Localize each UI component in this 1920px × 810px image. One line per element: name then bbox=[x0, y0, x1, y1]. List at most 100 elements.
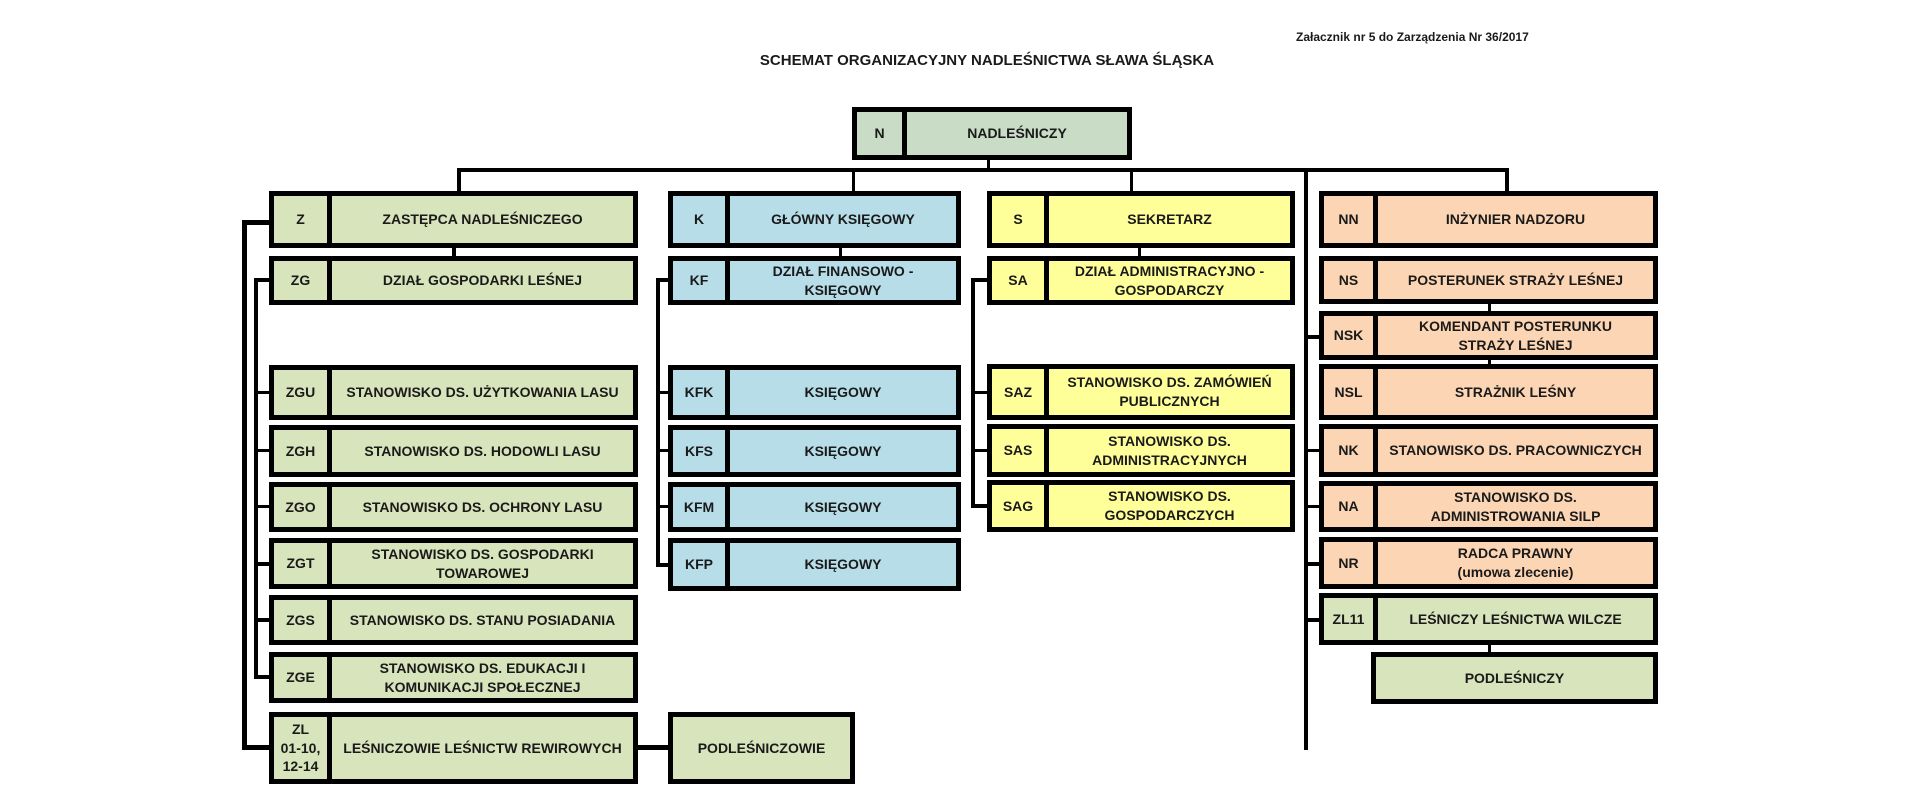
org-label: STRAŻNIK LEŚNY bbox=[1454, 383, 1577, 400]
org-box-sag: SAG STANOWISKO DS. GOSPODARCZYCH bbox=[987, 480, 1295, 532]
org-label: STANOWISKO DS. GOSPODARKI TOWAROWEJ bbox=[371, 545, 594, 581]
org-code: ZG bbox=[274, 261, 332, 300]
org-label: PODLEŚNICZY bbox=[1464, 669, 1565, 686]
org-box-dzial-administracyjny: SA DZIAŁ ADMINISTRACYJNO - GOSPODARCZY bbox=[987, 256, 1295, 305]
org-label: STANOWISKO DS. UŻYTKOWANIA LASU bbox=[346, 384, 619, 401]
org-box-podlesniczy: PODLEŚNICZY bbox=[1371, 652, 1658, 704]
connector-line bbox=[1488, 357, 1491, 367]
org-label: GŁÓWNY KSIĘGOWY bbox=[771, 211, 915, 228]
connector-line bbox=[254, 449, 270, 452]
connector-line bbox=[656, 505, 669, 508]
org-label: KSIĘGOWY bbox=[804, 384, 882, 401]
org-box-podlesniczowie: PODLEŚNICZOWIE bbox=[668, 712, 855, 784]
org-code: S bbox=[992, 196, 1049, 243]
org-box-nsl: NSL STRAŻNIK LEŚNY bbox=[1319, 364, 1658, 420]
org-label: KSIĘGOWY bbox=[804, 556, 882, 573]
annex-note: Załacznik nr 5 do Zarządzenia Nr 36/2017 bbox=[1296, 30, 1529, 44]
org-label: INŻYNIER NADZORU bbox=[1445, 211, 1586, 228]
connector-line bbox=[656, 391, 669, 394]
connector-line bbox=[254, 278, 270, 282]
org-box-inzynier-nadzoru: NN INŻYNIER NADZORU bbox=[1319, 191, 1658, 248]
org-label: STANOWISKO DS. GOSPODARCZYCH bbox=[1104, 488, 1235, 523]
org-code: SAG bbox=[992, 485, 1049, 527]
org-box-kfm: KFM KSIĘGOWY bbox=[668, 482, 961, 532]
connector-line bbox=[1304, 620, 1308, 622]
org-code: N bbox=[857, 112, 907, 155]
org-label: NADLEŚNICZY bbox=[967, 125, 1067, 142]
org-box-zgs: ZGS STANOWISKO DS. STANU POSIADANIA bbox=[269, 595, 638, 645]
org-box-nadlesniczy: N NADLEŚNICZY bbox=[852, 107, 1132, 160]
connector-line bbox=[1138, 245, 1141, 257]
connector-line bbox=[1304, 618, 1320, 622]
org-box-sekretarz: S SEKRETARZ bbox=[987, 191, 1295, 248]
connector-line bbox=[254, 505, 270, 508]
org-box-ns: NS POSTERUNEK STRAŻY LEŚNEJ bbox=[1319, 256, 1658, 304]
org-box-zge: ZGE STANOWISKO DS. EDUKACJI I KOMUNIKACJ… bbox=[269, 652, 638, 703]
connector-line bbox=[242, 220, 247, 750]
org-box-sas: SAS STANOWISKO DS. ADMINISTRACYJNYCH bbox=[987, 424, 1295, 477]
connector-line bbox=[839, 245, 842, 257]
org-box-na: NA STANOWISKO DS. ADMINISTROWANIA SILP bbox=[1319, 481, 1658, 532]
connector-line bbox=[1304, 168, 1308, 750]
connector-line bbox=[971, 504, 988, 508]
org-code: KFS bbox=[673, 430, 730, 472]
org-label: DZIAŁ ADMINISTRACYJNO - GOSPODARCZY bbox=[1074, 262, 1265, 298]
org-code: ZGT bbox=[274, 543, 332, 584]
org-code: KFK bbox=[673, 370, 730, 415]
org-label: LEŚNICZOWIE LEŚNICTW REWIROWYCH bbox=[343, 739, 622, 756]
connector-line bbox=[971, 449, 988, 452]
org-label: ZASTĘPCA NADLEŚNICZEGO bbox=[382, 211, 583, 228]
org-label: KSIĘGOWY bbox=[804, 498, 882, 515]
org-code: NSK bbox=[1324, 316, 1378, 355]
org-code: Z bbox=[274, 196, 332, 243]
connector-line bbox=[656, 449, 669, 452]
connector-line bbox=[1488, 643, 1491, 654]
org-code: K bbox=[673, 196, 730, 243]
org-code: ZGH bbox=[274, 430, 332, 472]
org-box-zgh: ZGH STANOWISKO DS. HODOWLI LASU bbox=[269, 425, 638, 477]
org-label: DZIAŁ GOSPODARKI LEŚNEJ bbox=[382, 272, 583, 289]
org-code: SA bbox=[992, 261, 1049, 300]
org-label: RADCA PRAWNY (umowa zlecenie) bbox=[1457, 545, 1574, 580]
connector-line bbox=[452, 245, 456, 257]
org-label: STANOWISKO DS. ADMINISTRACYJNYCH bbox=[1092, 432, 1247, 468]
org-code: NR bbox=[1324, 542, 1378, 584]
connector-line bbox=[1304, 562, 1320, 566]
connector-line bbox=[242, 220, 270, 225]
org-code: NSL bbox=[1324, 369, 1378, 415]
org-label: LEŚNICZY LEŚNICTWA WILCZE bbox=[1409, 610, 1622, 627]
org-box-zastepca: Z ZASTĘPCA NADLEŚNICZEGO bbox=[269, 191, 638, 248]
org-box-kfp: KFP KSIĘGOWY bbox=[668, 538, 961, 591]
connector-line bbox=[242, 745, 270, 750]
connector-line bbox=[254, 562, 270, 566]
org-label: PODLEŚNICZOWIE bbox=[697, 739, 826, 756]
org-label: STANOWISKO DS. HODOWLI LASU bbox=[364, 442, 601, 459]
connector-line bbox=[1130, 168, 1133, 194]
connector-line bbox=[1505, 168, 1509, 194]
org-box-zgo: ZGO STANOWISKO DS. OCHRONY LASU bbox=[269, 482, 638, 532]
org-label: STANOWISKO DS. OCHRONY LASU bbox=[362, 498, 603, 515]
connector-line bbox=[656, 278, 669, 282]
org-label: DZIAŁ FINANSOWO - KSIĘGOWY bbox=[772, 262, 914, 298]
org-label: STANOWISKO DS. ZAMÓWIEŃ PUBLICZNYCH bbox=[1067, 374, 1272, 409]
connector-line bbox=[852, 168, 855, 194]
org-box-glowny-ksiegowy: K GŁÓWNY KSIĘGOWY bbox=[668, 191, 961, 248]
org-box-lesniczowie: ZL 01-10, 12-14 LEŚNICZOWIE LEŚNICTW REW… bbox=[269, 712, 638, 784]
org-code: ZL 01-10, 12-14 bbox=[274, 717, 332, 779]
org-box-kfk: KFK KSIĘGOWY bbox=[668, 365, 961, 420]
org-code: ZL11 bbox=[1324, 598, 1378, 640]
connector-line bbox=[1304, 449, 1320, 452]
connector-line bbox=[254, 278, 258, 678]
chart-title: SCHEMAT ORGANIZACYJNY NADLEŚNICTWA SŁAWA… bbox=[759, 52, 1215, 69]
connector-line bbox=[656, 278, 660, 567]
org-label: STANOWISKO DS. EDUKACJI I KOMUNIKACJI SP… bbox=[379, 659, 586, 695]
org-box-zgt: ZGT STANOWISKO DS. GOSPODARKI TOWAROWEJ bbox=[269, 538, 638, 589]
connector-line bbox=[254, 618, 270, 622]
connector-line bbox=[457, 168, 1509, 172]
org-code: ZGS bbox=[274, 600, 332, 640]
org-box-nk: NK STANOWISKO DS. PRACOWNICZYCH bbox=[1319, 424, 1658, 477]
connector-line bbox=[656, 563, 669, 567]
org-box-saz: SAZ STANOWISKO DS. ZAMÓWIEŃ PUBLICZNYCH bbox=[987, 364, 1295, 420]
org-code: NA bbox=[1324, 486, 1378, 527]
org-box-nr: NR RADCA PRAWNY (umowa zlecenie) bbox=[1319, 537, 1658, 589]
